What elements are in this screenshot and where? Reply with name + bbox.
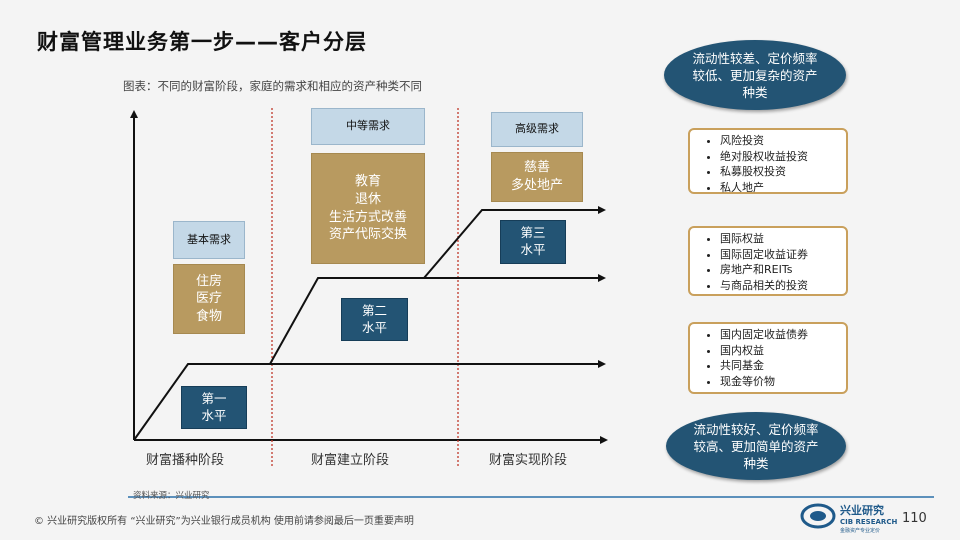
- stage-label-3: 财富实现阶段: [489, 453, 568, 468]
- basic-need-box: 基本需求: [173, 221, 245, 259]
- level-1-label: 水平: [201, 407, 227, 423]
- level-3-line: [423, 206, 606, 279]
- basic-item: 食物: [195, 308, 222, 324]
- asset-list-top: 风险投资 绝对股权收益投资 私募股权投资 私人地产: [688, 128, 848, 194]
- bottom-callout-text: 流动性较好、定价频率较高、更加简单的资产种类: [693, 421, 819, 471]
- bottom-callout-bubble: 流动性较好、定价频率较高、更加简单的资产种类: [666, 412, 846, 480]
- asset-item: 现金等价物: [720, 374, 838, 390]
- logo-english: CIB RESEARCH: [840, 518, 898, 526]
- basic-need-label: 基本需求: [187, 232, 231, 246]
- asset-list-middle: 国际权益 国际固定收益证券 房地产和REITs 与商品相关的投资: [688, 226, 848, 296]
- level-1-label: 第一: [201, 390, 227, 406]
- level-2-box: 第二 水平: [341, 298, 408, 341]
- source-note: 资料来源：兴业研究: [133, 491, 210, 501]
- footer-text: © 兴业研究版权所有 “兴业研究”为兴业银行成员机构 使用前请参阅最后一页重要声…: [34, 516, 414, 527]
- level-1-box: 第一 水平: [181, 386, 247, 429]
- stage-label-2: 财富建立阶段: [311, 453, 390, 468]
- high-need-box: 高级需求: [491, 112, 583, 147]
- level-3-label: 第三: [520, 225, 546, 241]
- asset-item: 国际权益: [720, 231, 838, 247]
- basic-item: 医疗: [195, 291, 222, 307]
- level-3-label: 水平: [520, 242, 546, 257]
- top-callout-text: 流动性较差、定价频率较低、更加复杂的资产种类: [692, 50, 818, 100]
- basic-item: 住房: [195, 273, 222, 289]
- level-3-box: 第三 水平: [500, 220, 566, 264]
- asset-item: 房地产和REITs: [720, 262, 838, 278]
- chart-caption: 图表：不同的财富阶段，家庭的需求和相应的资产种类不同: [123, 79, 422, 93]
- level-1-line: [133, 360, 606, 441]
- high-item: 慈善: [523, 160, 550, 176]
- middle-need-label: 中等需求: [346, 119, 390, 133]
- asset-item: 与商品相关的投资: [720, 278, 838, 294]
- middle-needs-detail: 教育 退休 生活方式改善 资产代际交换: [311, 153, 425, 264]
- middle-need-box: 中等需求: [311, 108, 425, 145]
- asset-item: 风险投资: [720, 133, 838, 149]
- cib-logo-icon: [800, 503, 836, 529]
- asset-item: 国际固定收益证券: [720, 247, 838, 263]
- level-2-line: [269, 274, 606, 365]
- middle-item: 退休: [354, 191, 381, 207]
- asset-item: 国内固定收益债券: [720, 327, 838, 343]
- asset-item: 私人地产: [720, 180, 838, 196]
- high-needs-detail: 慈善 多处地产: [491, 152, 583, 202]
- asset-item: 私募股权投资: [720, 164, 838, 180]
- level-2-label: 水平: [361, 319, 387, 335]
- asset-list-bottom: 国内固定收益债券 国内权益 共同基金 现金等价物: [688, 322, 848, 394]
- asset-item: 绝对股权收益投资: [720, 149, 838, 165]
- high-item: 多处地产: [510, 178, 563, 193]
- logo-name: 兴业研究: [840, 504, 884, 517]
- page-number: 110: [902, 511, 927, 526]
- middle-item: 教育: [354, 174, 381, 190]
- asset-item: 国内权益: [720, 343, 838, 359]
- middle-item: 生活方式改善: [328, 209, 407, 225]
- middle-item: 资产代际交换: [328, 227, 407, 243]
- asset-item: 共同基金: [720, 358, 838, 374]
- top-callout-bubble: 流动性较差、定价频率较低、更加复杂的资产种类: [664, 40, 846, 110]
- high-need-label: 高级需求: [515, 122, 559, 136]
- page-title: 财富管理业务第一步——客户分层: [37, 30, 367, 54]
- stage-label-1: 财富播种阶段: [146, 453, 225, 468]
- basic-needs-detail: 住房 医疗 食物: [173, 264, 245, 334]
- logo-tagline: 金融资产专业定价: [840, 528, 881, 534]
- level-2-label: 第二: [361, 302, 387, 318]
